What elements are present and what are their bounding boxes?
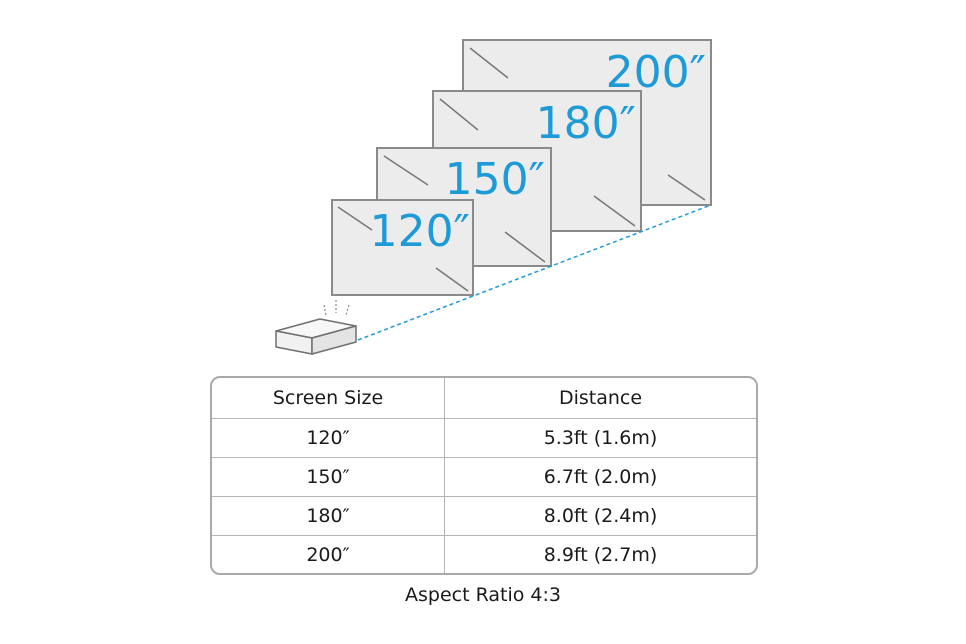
projector-icon bbox=[275, 300, 357, 355]
projection-diagram: 200″ 180″ 150″ 120″ bbox=[275, 39, 712, 355]
cell-screen-size: 200″ bbox=[212, 536, 445, 573]
screen-label-180: 180″ bbox=[536, 98, 636, 149]
cell-screen-size: 120″ bbox=[212, 419, 445, 457]
cell-screen-size: 150″ bbox=[212, 458, 445, 496]
table-row: 150″ 6.7ft (2.0m) bbox=[212, 457, 756, 496]
screen-label-200: 200″ bbox=[606, 47, 706, 98]
table-row: 120″ 5.3ft (1.6m) bbox=[212, 418, 756, 457]
cell-distance: 5.3ft (1.6m) bbox=[543, 427, 658, 449]
cell-distance: 8.0ft (2.4m) bbox=[543, 505, 658, 527]
aspect-ratio-caption: Aspect Ratio 4:3 bbox=[405, 584, 561, 606]
cell-distance: 8.9ft (2.7m) bbox=[543, 544, 658, 566]
screen-120: 120″ bbox=[331, 199, 474, 296]
screen-label-150: 150″ bbox=[445, 154, 545, 205]
throw-distance-table: Screen Size Distance 120″ 5.3ft (1.6m) 1… bbox=[210, 376, 758, 575]
header-screen-size: Screen Size bbox=[212, 378, 445, 418]
table-row: 180″ 8.0ft (2.4m) bbox=[212, 496, 756, 535]
table-row: 200″ 8.9ft (2.7m) bbox=[212, 535, 756, 573]
cell-distance: 6.7ft (2.0m) bbox=[543, 466, 658, 488]
cell-screen-size: 180″ bbox=[212, 497, 445, 535]
header-distance: Distance bbox=[558, 387, 643, 409]
screen-label-120: 120″ bbox=[370, 206, 470, 257]
table-header-row: Screen Size Distance bbox=[212, 378, 756, 418]
